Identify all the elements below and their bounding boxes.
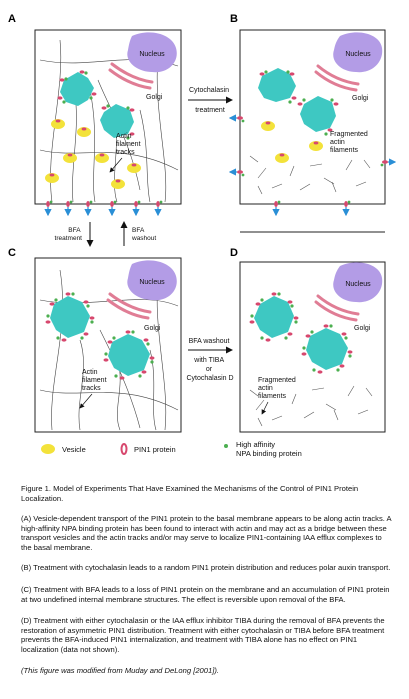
nucleus-a: Nucleus — [127, 32, 177, 73]
pin1-model-figure: A Nucleus Golgi — [8, 13, 397, 458]
panel-a: A Nucleus Golgi — [8, 13, 182, 217]
arrow-bfa-treatment: BFA treatment — [55, 222, 94, 247]
cell-outline-c — [34, 257, 182, 433]
svg-text:Nucleus: Nucleus — [139, 51, 165, 58]
golgi-d: Golgi — [314, 294, 371, 332]
caption-a: (A) Vesicle-dependent transport of the P… — [21, 514, 392, 552]
golgi-b: Golgi — [314, 64, 369, 102]
caption-title: Figure 1. Model of Experiments That Have… — [21, 484, 359, 503]
membrane-cluster — [60, 72, 94, 106]
svg-text:Vesicle: Vesicle — [62, 445, 86, 454]
svg-text:BFA treatment: BFA treatment — [55, 227, 83, 242]
panel-c: C Nucleus Golgi — [8, 247, 182, 433]
pin1-complexes-a — [57, 70, 135, 140]
vesicles-a — [45, 119, 141, 189]
membrane-cluster — [100, 104, 134, 138]
svg-text:Golgi: Golgi — [146, 94, 163, 101]
pin1-complexes-d — [249, 292, 353, 374]
golgi-c: Golgi — [106, 292, 161, 332]
svg-text:Nucleus: Nucleus — [139, 279, 165, 286]
svg-text:BFA washout with TIBA: BFA washout with TIBA or Cytochalasin D — [186, 338, 233, 382]
caption-credit: (This figure was modified from Muday and… — [21, 666, 219, 675]
golgi-a: Golgi — [108, 62, 163, 101]
panel-b: B Nucleus Golgi — [228, 13, 397, 217]
panel-d: D Nucleus Golgi — [230, 231, 386, 433]
fragmented-actin-d — [249, 385, 373, 427]
panel-label-b: B — [230, 13, 238, 25]
svg-text:BFA washout: BFA washout — [131, 227, 156, 242]
cell-outline-a — [34, 29, 182, 205]
svg-text:PIN1 protein: PIN1 protein — [134, 445, 176, 454]
membrane-cluster — [300, 96, 336, 132]
legend-npa: High affinity NPA binding protein — [224, 440, 302, 458]
nucleus-d: Nucleus — [333, 262, 383, 303]
membrane-cluster — [258, 68, 296, 102]
svg-text:Nucleus: Nucleus — [345, 281, 371, 288]
membrane-cluster — [306, 328, 348, 370]
panel-label-d: D — [230, 247, 238, 259]
legend-pin1: PIN1 protein — [120, 443, 176, 455]
arrow-cytochalasin: Cytochalasin treatment — [188, 87, 233, 114]
cell-outline-d — [239, 261, 386, 433]
svg-text:Nucleus: Nucleus — [345, 51, 371, 58]
svg-text:Cytochalasin treatment: Cytochalasin treatment — [189, 87, 231, 114]
nucleus-b: Nucleus — [333, 32, 383, 73]
svg-text:Golgi: Golgi — [352, 95, 369, 102]
arrow-washout-tiba: BFA washout with TIBA or Cytochalasin D — [186, 338, 233, 382]
svg-text:Golgi: Golgi — [144, 325, 161, 332]
caption-d: (D) Treatment with either cytochalasin o… — [21, 616, 385, 654]
caption-c: (C) Treatment with BFA leads to a loss o… — [21, 585, 390, 604]
panel-label-c: C — [8, 247, 16, 259]
random-pin1-b — [228, 114, 397, 217]
nucleus-c: Nucleus — [127, 260, 177, 301]
fragmented-actin-b — [249, 155, 371, 195]
svg-text:High affinity NPA bind: High affinity NPA binding protein — [236, 440, 302, 458]
pin1-complexes-b — [259, 70, 339, 136]
svg-text:Golgi: Golgi — [354, 325, 371, 332]
actin-label-c: Actin filament tracks — [82, 369, 108, 392]
membrane-cluster — [50, 296, 90, 338]
caption-b: (B) Treatment with cytochalasin leads to… — [21, 563, 391, 572]
actin-label-a: Actin filament tracks — [116, 133, 142, 156]
arrow-bfa-washout: BFA washout — [120, 221, 156, 246]
pin1-complexes-c — [45, 292, 155, 380]
vesicles-b — [261, 121, 323, 163]
legend-vesicle: Vesicle — [41, 444, 86, 454]
fragmented-label-b: Fragmented actin filaments — [330, 131, 370, 154]
basal-pin1-a — [44, 200, 163, 217]
fragmented-label-d: Fragmented actin filaments — [258, 377, 298, 400]
membrane-cluster — [108, 334, 150, 376]
membrane-cluster — [254, 296, 294, 338]
legend: Vesicle PIN1 protein High affinity NPA b… — [41, 440, 302, 458]
panel-label-a: A — [8, 13, 16, 25]
